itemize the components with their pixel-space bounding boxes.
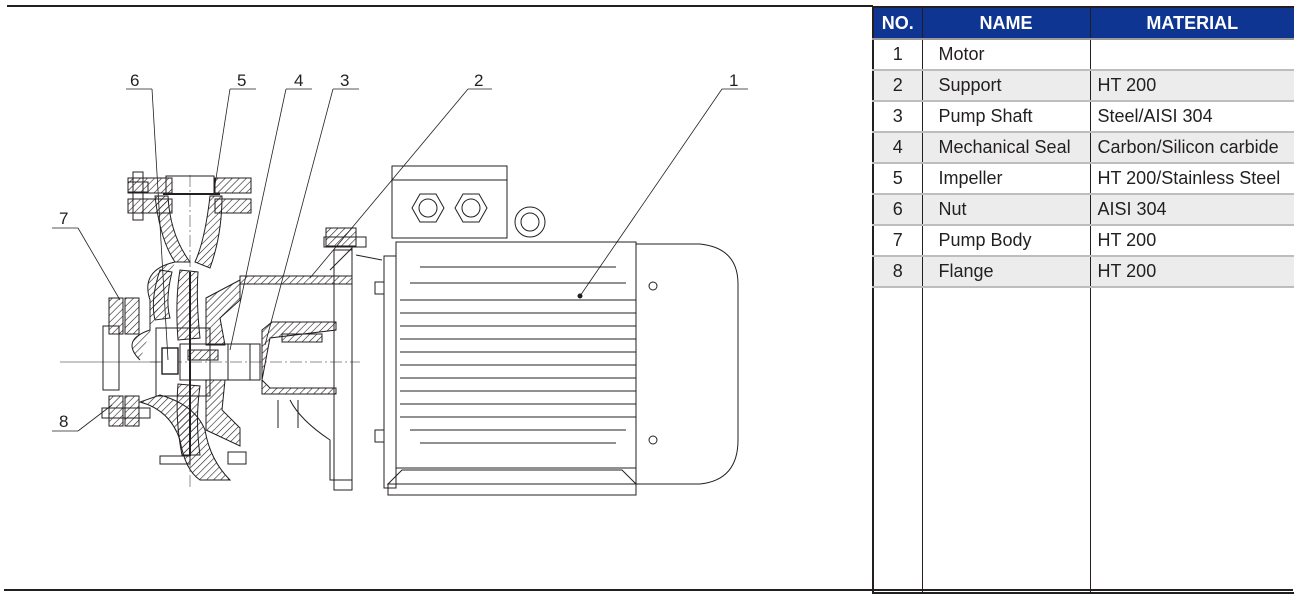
table-row: 5 Impeller HT 200/Stainless Steel xyxy=(872,163,1294,195)
table-header-row: NO. NAME MATERIAL xyxy=(872,6,1294,40)
cell-no: 7 xyxy=(872,225,922,257)
cell-no: 3 xyxy=(872,101,922,133)
nut xyxy=(161,347,179,375)
table-empty-row xyxy=(872,287,1294,594)
bottom-rule xyxy=(4,589,1293,591)
motor xyxy=(374,165,739,496)
leader-lines xyxy=(52,88,748,432)
callout-2: 2 xyxy=(474,71,483,90)
cell-name: Motor xyxy=(921,39,1090,71)
cell-material: Steel/AISI 304 xyxy=(1089,101,1294,133)
cell-name: Pump Shaft xyxy=(921,101,1090,133)
table-row: 3 Pump Shaft Steel/AISI 304 xyxy=(872,101,1294,133)
callout-5: 5 xyxy=(237,71,246,90)
cell-no: 1 xyxy=(872,39,922,71)
cell-no: 8 xyxy=(872,256,922,288)
cell-empty xyxy=(1089,287,1294,594)
table-row: 2 Support HT 200 xyxy=(872,70,1294,102)
cell-material xyxy=(1089,39,1294,71)
cell-material: AISI 304 xyxy=(1089,194,1294,226)
callout-4: 4 xyxy=(294,71,303,90)
header-name: NAME xyxy=(921,6,1090,40)
header-material: MATERIAL xyxy=(1089,6,1294,40)
cell-no: 6 xyxy=(872,194,922,226)
cell-name: Mechanical Seal xyxy=(921,132,1090,164)
cell-material: HT 200 xyxy=(1089,256,1294,288)
table-row: 4 Mechanical Seal Carbon/Silicon carbide xyxy=(872,132,1294,164)
header-no: NO. xyxy=(872,6,922,40)
cell-name: Pump Body xyxy=(921,225,1090,257)
table-row: 7 Pump Body HT 200 xyxy=(872,225,1294,257)
impeller xyxy=(155,269,211,456)
parts-table-wrapper: NO. NAME MATERIAL 1 Motor 2 Support HT 2… xyxy=(872,6,1294,594)
cell-material: HT 200 xyxy=(1089,70,1294,102)
cell-material: HT 200 xyxy=(1089,225,1294,257)
cell-name: Support xyxy=(921,70,1090,102)
seal-housing xyxy=(205,275,353,447)
cell-material: Carbon/Silicon carbide xyxy=(1089,132,1294,164)
callout-6: 6 xyxy=(130,71,139,90)
table-row: 6 Nut AISI 304 xyxy=(872,194,1294,226)
cell-empty xyxy=(921,287,1090,594)
cell-name: Impeller xyxy=(921,163,1090,195)
callout-8: 8 xyxy=(59,412,68,431)
table-row: 1 Motor xyxy=(872,39,1294,71)
cell-no: 5 xyxy=(872,163,922,195)
table-row: 8 Flange HT 200 xyxy=(872,256,1294,288)
cell-no: 2 xyxy=(872,70,922,102)
callout-7: 7 xyxy=(59,209,68,228)
cell-empty xyxy=(872,287,922,594)
cell-name: Flange xyxy=(921,256,1090,288)
pump-sectional-drawing: 6 5 4 3 2 1 7 8 xyxy=(52,71,748,496)
cell-no: 4 xyxy=(872,132,922,164)
callout-1: 1 xyxy=(729,71,738,90)
parts-table: NO. NAME MATERIAL 1 Motor 2 Support HT 2… xyxy=(872,6,1294,594)
cell-name: Nut xyxy=(921,194,1090,226)
top-rule xyxy=(7,5,873,7)
callout-3: 3 xyxy=(340,71,349,90)
cell-material: HT 200/Stainless Steel xyxy=(1089,163,1294,195)
support xyxy=(289,227,383,491)
